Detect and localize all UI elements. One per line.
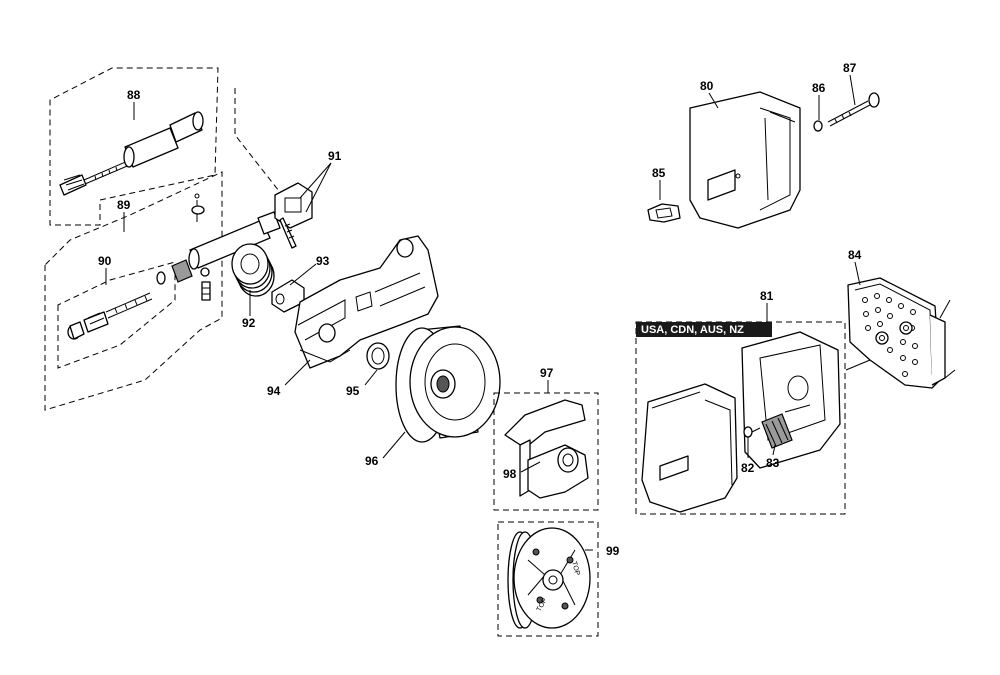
group-box-97 [493,392,599,511]
heat-shield-holes [862,293,918,377]
part-96-clutch-drum [395,325,501,443]
callout-97: 97 [540,366,554,380]
callout-labels: 88 89 90 91 92 93 94 95 96 97 98 99 80 8… [98,61,862,558]
part-94-cover-plate [294,235,439,369]
part-98-clutch-shoes [504,399,589,499]
callout-81: 81 [760,289,774,303]
region-banner-text: USA, CDN, AUS, NZ [641,324,744,336]
part-91-tensioner [274,182,313,249]
region-banner: USA, CDN, AUS, NZ [636,322,772,337]
group-box-88 [49,67,219,226]
callout-83: 83 [766,456,780,470]
callout-98: 98 [503,467,517,481]
clutch-top-mark-right: TOP [570,561,581,577]
callout-88: 88 [127,88,141,102]
part-90-shaft [67,292,153,340]
callout-82: 82 [741,461,755,475]
callout-89: 89 [117,198,131,212]
part-87-bolt [827,92,880,127]
callout-85: 85 [652,166,666,180]
callout-93: 93 [316,254,330,268]
part-80-muffler [689,91,801,229]
leader-dashed-88 [234,88,291,206]
part-83-screen [761,413,793,449]
callout-90: 90 [98,254,112,268]
part-95-washer [366,342,390,370]
callout-92: 92 [242,316,256,330]
part-86-washer [813,120,823,132]
group-box-81 [635,321,846,515]
leader-lines [105,74,871,551]
part-82-screw [743,426,761,438]
part-84-heat-shield [847,277,956,389]
part-89-parts [156,193,281,301]
group-box-99 [497,521,599,637]
callout-95: 95 [346,384,360,398]
group-box-90 [57,261,176,369]
part-85-gasket [647,203,681,223]
callout-84: 84 [848,248,862,262]
callout-86: 86 [812,81,826,95]
part-81-muffler-box [641,331,841,513]
callout-99: 99 [606,544,620,558]
callout-91: 91 [328,149,342,163]
callout-96: 96 [365,454,379,468]
part-88-spindle [59,111,204,196]
callout-87: 87 [843,61,857,75]
part-92-spring [231,243,275,297]
part-99-clutch: TOP TOP [507,527,591,629]
callout-94: 94 [267,384,281,398]
callout-80: 80 [700,79,714,93]
